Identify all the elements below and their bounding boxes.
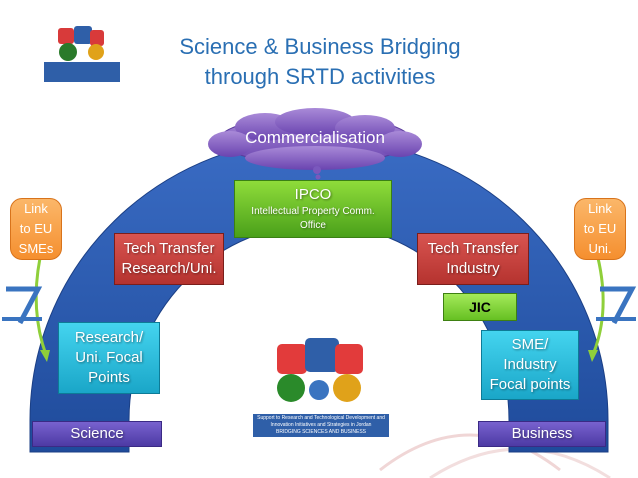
research-focal-line2: Uni. Focal: [75, 349, 143, 366]
ipco-title: IPCO: [294, 186, 332, 203]
science-box: Science: [32, 421, 162, 447]
jic-label: JIC: [469, 299, 491, 315]
link-left-line3: SMEs: [18, 241, 54, 256]
center-logo-caption: Support to Research and Technological De…: [253, 414, 389, 437]
link-right-line3: Uni.: [588, 241, 612, 256]
fp7-logo-left: [2, 286, 43, 325]
arch-shape: [29, 137, 609, 453]
sme-focal-line3: Focal points: [489, 376, 571, 393]
commercialisation-cloud: [208, 108, 422, 180]
research-focal-line3: Points: [88, 369, 130, 386]
sme-focal-line1: SME/: [511, 336, 549, 353]
tech-transfer-research-line2: Research/Uni.: [121, 260, 217, 277]
science-label: Science: [70, 425, 124, 442]
fp7-logo-right: [596, 286, 637, 325]
tech-transfer-industry-line2: Industry: [446, 260, 500, 277]
jic-box: JIC: [443, 293, 517, 321]
page-title: Science & Business Bridging through SRTD…: [140, 32, 500, 92]
title-line-2: through SRTD activities: [204, 64, 436, 89]
center-logo-tagline: BRIDGING SCIENCES AND BUSINESS: [275, 429, 367, 435]
background-curve: [379, 433, 561, 472]
business-label: Business: [511, 425, 573, 442]
center-logo-text: Support to Research and Technological De…: [257, 415, 385, 428]
ipco-box: IPCO Intellectual Property Comm. Office: [234, 180, 392, 238]
link-right-line2: to EU: [583, 221, 617, 236]
tech-transfer-research-box: Tech Transfer Research/Uni.: [114, 233, 224, 285]
puzzle-graphic: [277, 338, 363, 402]
link-right-line1: Link: [588, 201, 612, 216]
srtd-logo-top: [44, 26, 120, 82]
background-curve: [429, 447, 611, 478]
right-arrow-head: [588, 350, 598, 362]
srtd-logo-center: Support to Research and Technological De…: [247, 330, 395, 440]
tech-transfer-industry-box: Tech Transfer Industry: [417, 233, 529, 285]
tech-transfer-industry-line1: Tech Transfer: [427, 240, 519, 257]
left-arrow-head: [40, 350, 50, 362]
research-focal-points-box: Research/ Uni. Focal Points: [58, 322, 160, 394]
link-left-line1: Link: [24, 201, 48, 216]
research-focal-line1: Research/: [74, 329, 144, 346]
title-line-1: Science & Business Bridging: [179, 34, 461, 59]
sme-focal-points-box: SME/ Industry Focal points: [481, 330, 579, 400]
ipco-subtitle: Intellectual Property Comm. Office: [251, 206, 375, 231]
link-eu-smes-bubble: Link to EU SMEs: [10, 198, 62, 260]
left-link-arrow: [34, 257, 48, 356]
commercialisation-label: Commercialisation: [245, 128, 385, 147]
sme-focal-line2: Industry: [503, 356, 557, 373]
link-left-line2: to EU: [19, 221, 53, 236]
tech-transfer-research-line1: Tech Transfer: [123, 240, 215, 257]
right-link-arrow: [592, 257, 605, 353]
business-box: Business: [478, 421, 606, 447]
link-eu-uni-bubble: Link to EU Uni.: [574, 198, 626, 260]
